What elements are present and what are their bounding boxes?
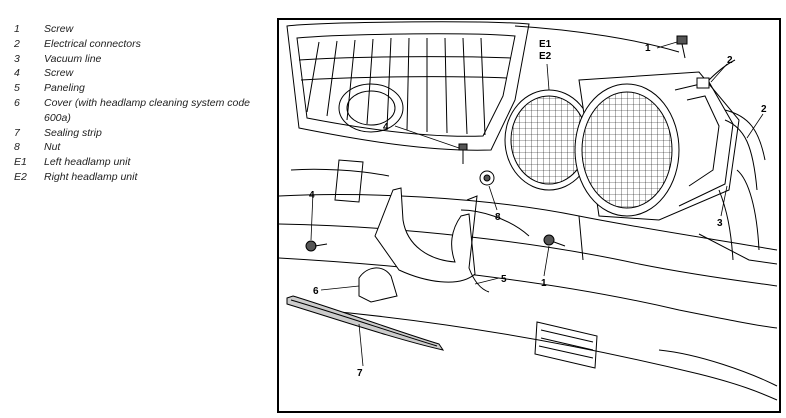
legend-text: Screw (44, 67, 74, 80)
legend-item: 6 Cover (with headlamp cleaning system co… (14, 96, 264, 126)
legend-key: 8 (14, 141, 20, 154)
legend-text: Screw (44, 23, 74, 35)
callout-2-mid: 2 (761, 104, 767, 115)
legend-text: Electrical connectors (44, 37, 141, 50)
legend-item: 1 Screw (14, 22, 264, 37)
legend-text: Nut (44, 141, 61, 154)
legend-item: 3 Vacuum line (14, 52, 264, 67)
legend-key: 1 (14, 23, 20, 35)
screw-center (543, 234, 566, 247)
screw-left (305, 240, 328, 252)
legend-key: E1 (14, 156, 27, 169)
legend-text: Cover (with headlamp cleaning system cod… (44, 96, 251, 124)
legend-key: 6 (14, 96, 20, 109)
legend-key: 2 (14, 37, 20, 50)
legend-item: E2 Right headlamp unit (14, 170, 264, 185)
callout-e2: E2 (539, 51, 552, 62)
legend-item: 4 Screw (14, 66, 264, 81)
screw-upper (458, 143, 468, 164)
screw-top-right (676, 35, 688, 59)
electrical-connectors (696, 59, 766, 261)
legend-item: E1 Left headlamp unit (14, 155, 264, 170)
body-panels (279, 25, 778, 401)
bumper-grille (534, 321, 598, 369)
cover-part (358, 267, 398, 303)
callout-7: 7 (357, 368, 363, 379)
callout-5: 5 (501, 274, 507, 285)
legend-text: Vacuum line (44, 52, 102, 65)
nut (479, 170, 495, 186)
headlamp-exploded-diagram: 1 2 2 3 4 4 8 1 5 6 7 E1 E2 (277, 18, 781, 413)
callout-6: 6 (313, 286, 319, 297)
legend-item: 2 Electrical connectors (14, 37, 264, 52)
paneling (374, 187, 530, 293)
callout-4-left: 4 (309, 190, 315, 201)
callout-8: 8 (495, 212, 501, 223)
right-headlamp-unit (574, 71, 740, 221)
diagram-canvas: 1 2 2 3 4 4 8 1 5 6 7 E1 E2 (279, 21, 778, 401)
grille (286, 21, 530, 151)
legend-key: 5 (14, 82, 20, 95)
callout-e1: E1 (539, 39, 552, 50)
legend-text: Sealing strip (44, 126, 102, 139)
callout-3: 3 (717, 218, 723, 229)
legend-item: 7 Sealing strip (14, 126, 264, 141)
legend-key: E2 (14, 170, 27, 183)
sealing-strip (286, 295, 445, 351)
callout-1-top: 1 (645, 43, 651, 54)
callout-1-mid: 1 (541, 278, 547, 289)
callout-2-top: 2 (727, 55, 733, 66)
legend-item: 5 Paneling (14, 81, 264, 96)
leader-lines (310, 41, 764, 367)
legend-key: 3 (14, 52, 20, 65)
legend-text: Right headlamp unit (44, 170, 138, 183)
legend-item: 8 Nut (14, 140, 264, 155)
legend-text: Left headlamp unit (44, 156, 131, 169)
callout-4-top: 4 (383, 122, 389, 133)
left-headlamp-unit (504, 89, 594, 191)
legend-key: 7 (14, 126, 20, 139)
legend-text: Paneling (44, 82, 85, 95)
legend-key: 4 (14, 67, 20, 80)
